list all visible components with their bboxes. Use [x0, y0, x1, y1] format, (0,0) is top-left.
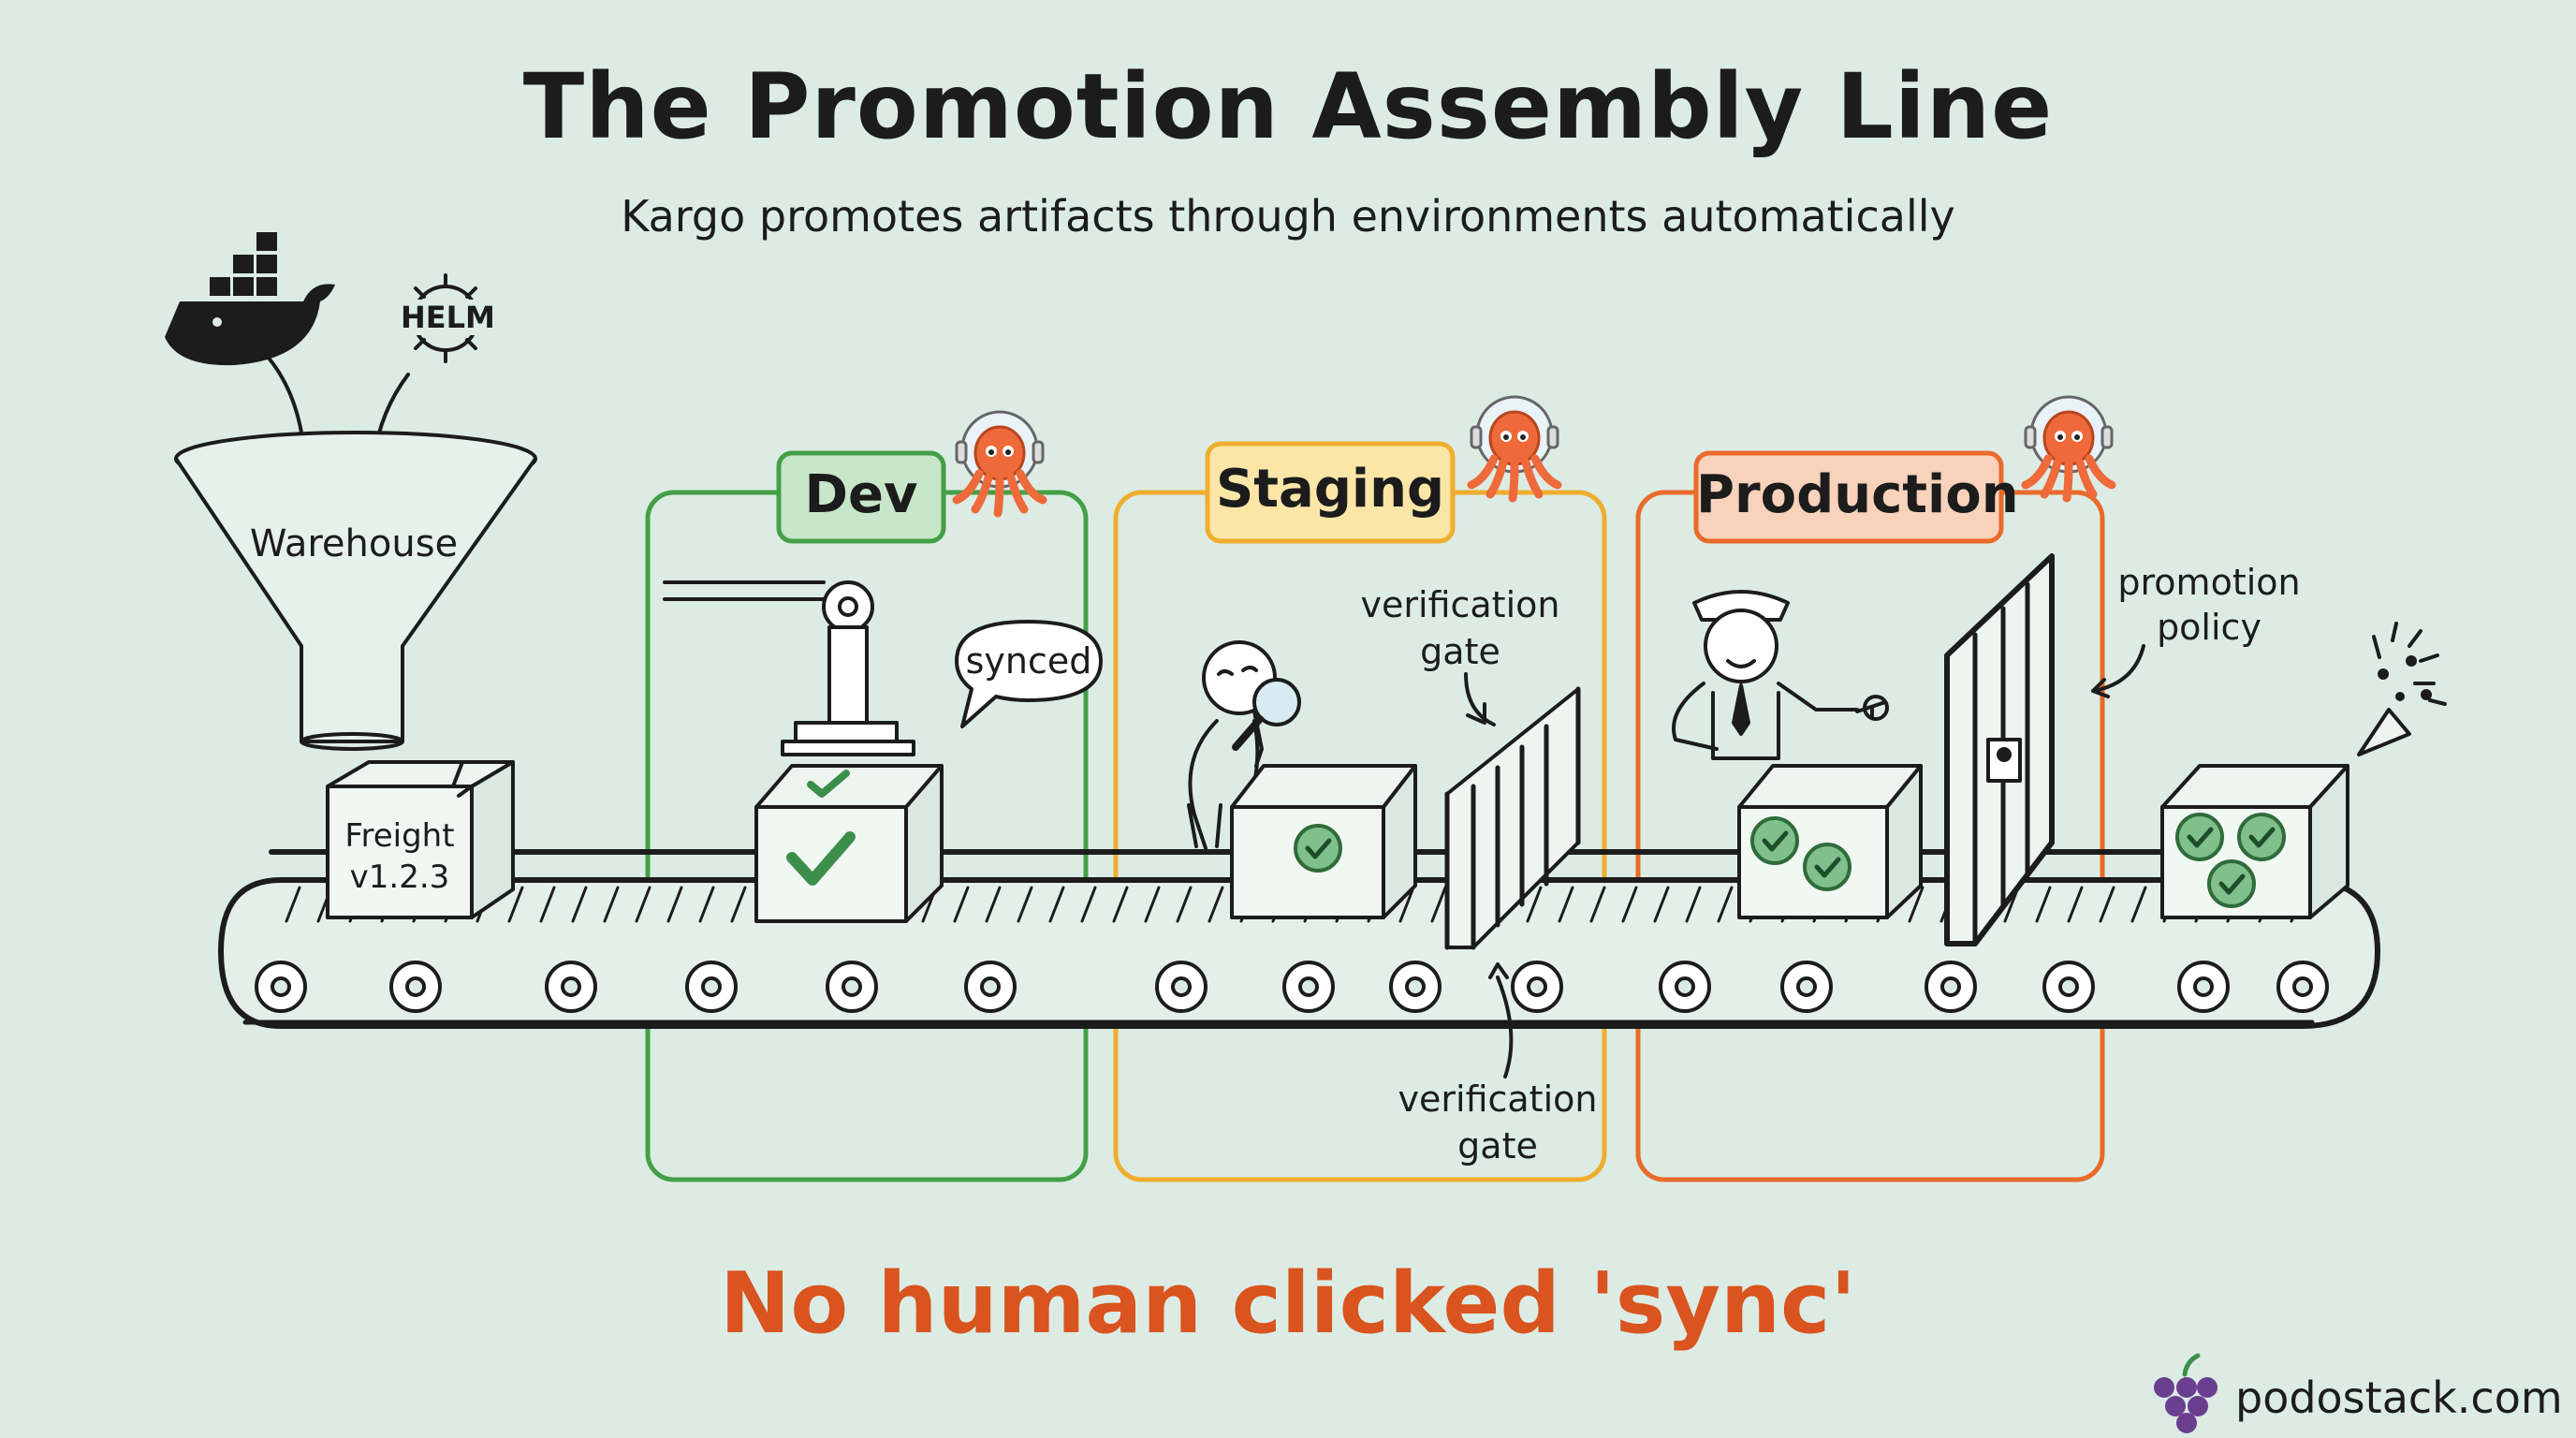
- stamp-machine: [663, 580, 915, 756]
- belt-hatch: [1558, 886, 1574, 923]
- belt-hatch: [507, 886, 524, 923]
- brand-link[interactable]: podostack.com: [2235, 1372, 2563, 1423]
- verification-gate-top-line2: gate: [1420, 631, 1500, 672]
- belt-hatch: [730, 886, 747, 923]
- grape-icon: [2154, 1353, 2217, 1433]
- belt-hatch: [1176, 886, 1193, 923]
- belt-hatch: [2067, 886, 2084, 923]
- final-box: [2160, 764, 2349, 919]
- belt-hatch: [2099, 886, 2115, 923]
- belt-roller-gear: [964, 961, 1017, 1013]
- inspector-figure: [1187, 640, 1301, 850]
- synced-speech-text: synced: [965, 640, 1092, 682]
- freight-label-line1: Freight: [344, 817, 455, 855]
- verification-gate-bottom-line2: gate: [1457, 1125, 1538, 1167]
- belt-hatch: [635, 886, 651, 923]
- freight-box: [326, 760, 515, 919]
- verification-gate-bottom-line1: verification: [1398, 1078, 1598, 1120]
- belt-hatch: [1208, 886, 1224, 923]
- belt-hatch: [953, 886, 970, 923]
- warehouse-funnel: [174, 431, 537, 751]
- belt-roller-gear: [826, 961, 878, 1013]
- belt-hatch: [1048, 886, 1065, 923]
- production-tag: [1693, 450, 2004, 544]
- tagline: No human clicked 'sync': [720, 1255, 1856, 1353]
- staging-stage-label: Staging: [1215, 459, 1445, 520]
- promotion-policy-line2: policy: [2157, 607, 2261, 648]
- promotion-policy-line1: promotion: [2117, 562, 2301, 603]
- belt-hatch: [698, 886, 715, 923]
- belt-hatch: [1398, 886, 1415, 923]
- kargo-octopus-icon: [2026, 397, 2112, 498]
- kargo-octopus-icon: [957, 412, 1043, 513]
- belt-roller-gear: [1780, 961, 1833, 1013]
- belt-hatch: [985, 886, 1002, 923]
- staging-tag: [1205, 441, 1456, 544]
- belt-hatch: [603, 886, 620, 923]
- party-popper-icon: [2357, 622, 2447, 756]
- dev-box: [754, 764, 944, 923]
- synced-speech-bubble: [955, 620, 1103, 728]
- belt-roller-gear: [255, 961, 307, 1013]
- dev-tag: [776, 450, 946, 544]
- production-box: [1737, 764, 1923, 919]
- belt-hatch: [1685, 886, 1702, 923]
- belt-roller-gear: [545, 961, 597, 1013]
- belt-hatch: [1653, 886, 1670, 923]
- belt-hatch: [1526, 886, 1543, 923]
- kargo-octopus-icon: [1471, 397, 1558, 498]
- verification-gate-top-line1: verification: [1360, 584, 1560, 625]
- belt-hatch: [571, 886, 588, 923]
- belt-hatch: [1017, 886, 1033, 923]
- belt-roller-gear: [1282, 961, 1335, 1013]
- belt-roller-gear: [2177, 961, 2230, 1013]
- docker-whale-icon: [165, 232, 335, 366]
- guard-figure: [1672, 590, 1889, 760]
- belt-hatch: [666, 886, 683, 923]
- belt-hatch: [2130, 886, 2147, 923]
- belt-roller-gear: [1925, 961, 1977, 1013]
- belt-hatch: [539, 886, 556, 923]
- belt-roller-gear: [2276, 961, 2329, 1013]
- belt-hatch: [1144, 886, 1161, 923]
- belt-hatch: [1112, 886, 1129, 923]
- belt-hatch: [1621, 886, 1638, 923]
- promotion-policy-gate: [1944, 553, 2055, 946]
- belt-roller-gear: [389, 961, 442, 1013]
- page-title: The Promotion Assembly Line: [522, 54, 2054, 159]
- belt-roller-gear: [2042, 961, 2095, 1013]
- belt-roller-gear: [1155, 961, 1208, 1013]
- belt-roller-gear: [685, 961, 738, 1013]
- belt-hatch: [2035, 886, 2052, 923]
- staging-box: [1230, 764, 1417, 919]
- warehouse-label: Warehouse: [249, 522, 459, 565]
- belt-hatch: [1717, 886, 1734, 923]
- page-subtitle: Kargo promotes artifacts through environ…: [621, 191, 1955, 242]
- belt-hatch: [285, 886, 301, 923]
- belt-hatch: [1589, 886, 1606, 923]
- belt-hatch: [1908, 886, 1925, 923]
- dev-stage-label: Dev: [804, 464, 918, 525]
- belt-hatch: [1080, 886, 1097, 923]
- belt-roller-gear: [1389, 961, 1442, 1013]
- belt-hatch: [1430, 886, 1447, 923]
- helm-label: HELM: [397, 300, 499, 335]
- belt-roller-gear: [1511, 961, 1563, 1013]
- production-stage-label: Production: [1696, 464, 2019, 525]
- freight-label-line2: v1.2.3: [349, 858, 450, 896]
- belt-roller-gear: [1659, 961, 1711, 1013]
- verification-gate: [1444, 686, 1581, 950]
